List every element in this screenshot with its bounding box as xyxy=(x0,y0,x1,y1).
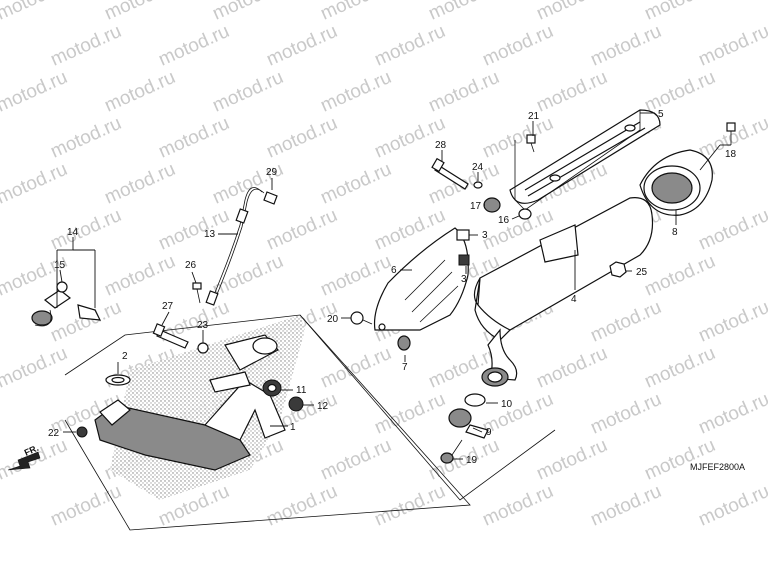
clamp-9-part xyxy=(448,408,489,439)
leader-lines xyxy=(56,112,731,460)
callout-2: 2 xyxy=(122,351,128,362)
callout-3b: 3 xyxy=(461,274,467,285)
assembly-outline-left xyxy=(64,314,471,531)
callout-9: 9 xyxy=(486,427,492,438)
callout-17: 17 xyxy=(470,201,482,212)
callout-8: 8 xyxy=(672,227,678,238)
callout-14: 14 xyxy=(67,227,79,238)
callout-21: 21 xyxy=(528,111,540,122)
callout-25: 25 xyxy=(636,267,648,278)
callout-10: 10 xyxy=(501,399,513,410)
muffler-part xyxy=(473,197,654,387)
collar-7-part xyxy=(397,335,411,351)
gasket-part xyxy=(105,374,131,386)
assembly-outline-right xyxy=(299,314,556,501)
bolt-20-part xyxy=(350,311,373,325)
callout-18: 18 xyxy=(725,149,737,160)
callout-19: 19 xyxy=(466,455,478,466)
bolt-27-part xyxy=(152,323,189,349)
callout-15: 15 xyxy=(54,260,66,271)
callout-13: 13 xyxy=(204,229,216,240)
clip-3a-part xyxy=(456,229,470,241)
washer-24-part xyxy=(473,181,483,189)
collar-16-part xyxy=(518,208,532,220)
callout-28: 28 xyxy=(435,140,447,151)
callout-24: 24 xyxy=(472,162,484,173)
callout-22: 22 xyxy=(48,428,60,439)
clip-3b-part xyxy=(458,254,470,266)
bolt-19-part xyxy=(440,439,463,464)
bolt-22-part xyxy=(76,426,88,438)
callout-29: 29 xyxy=(266,167,278,178)
drawing-code: MJFEF2800A xyxy=(690,462,745,472)
sensor-wire-part xyxy=(205,187,278,306)
callout-26: 26 xyxy=(185,260,197,271)
callout-3a: 3 xyxy=(482,230,488,241)
callout-27: 27 xyxy=(162,301,174,312)
rubber-17-part xyxy=(483,197,501,213)
collar-12-part xyxy=(288,396,304,412)
gasket-10-part xyxy=(464,393,486,407)
callout-labels: 1 2 3 3 4 5 6 7 8 9 10 11 12 13 14 15 16… xyxy=(48,109,737,466)
exhaust-pipe-part xyxy=(94,334,286,471)
nut-23-part xyxy=(197,342,209,354)
callout-16: 16 xyxy=(498,215,510,226)
front-direction-arrow xyxy=(7,451,41,471)
bolt-21-part xyxy=(526,134,536,153)
callout-5: 5 xyxy=(658,109,664,120)
callout-23: 23 xyxy=(197,320,209,331)
bolt-18-part xyxy=(726,122,736,145)
callout-1: 1 xyxy=(290,422,296,433)
callout-6: 6 xyxy=(391,265,397,276)
heat-shield-part xyxy=(373,227,469,331)
callout-20: 20 xyxy=(327,314,339,325)
callout-12: 12 xyxy=(317,401,329,412)
callout-11: 11 xyxy=(296,385,307,396)
nut-25-part xyxy=(609,261,627,278)
callout-7: 7 xyxy=(402,362,408,373)
muffler-protector-part xyxy=(509,109,661,204)
bolt-28-part xyxy=(431,157,469,190)
bolt-26-part xyxy=(192,282,202,304)
end-cap-part xyxy=(639,149,713,216)
o2-sensor-part xyxy=(31,281,102,327)
callout-4: 4 xyxy=(571,294,577,305)
